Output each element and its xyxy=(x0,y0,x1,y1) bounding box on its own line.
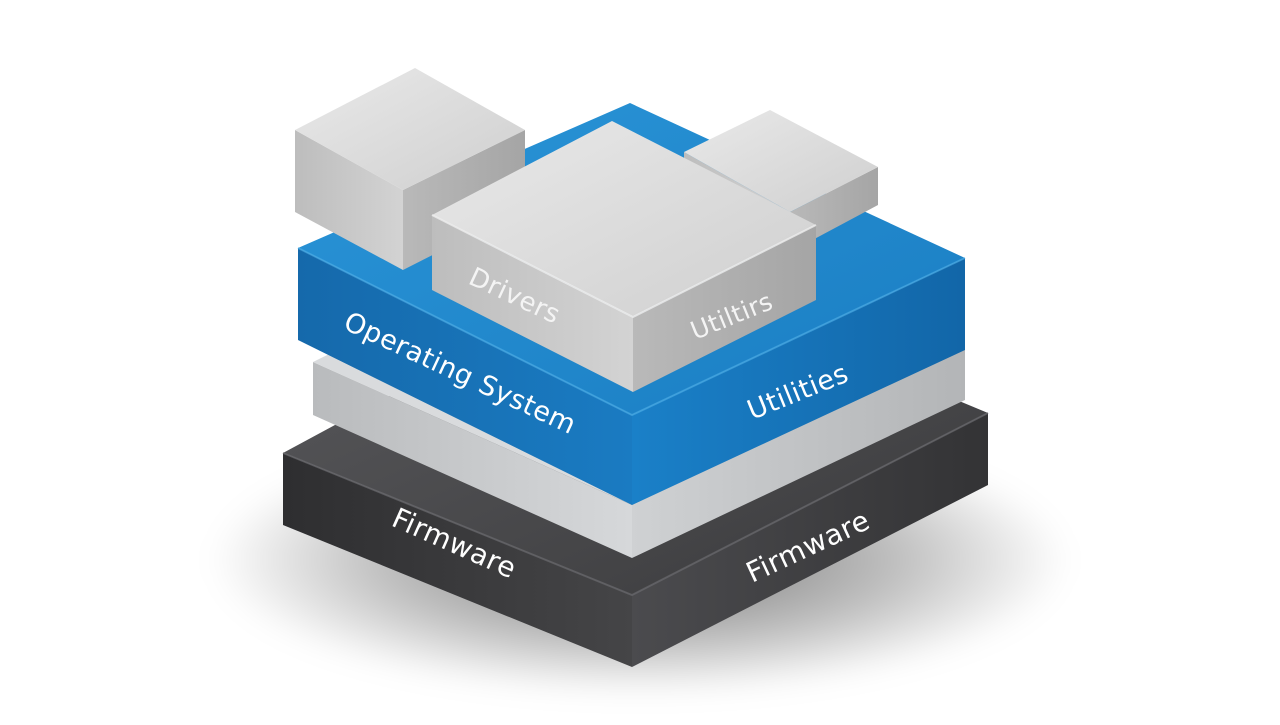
os-right-face xyxy=(632,258,965,505)
firmware-right-face xyxy=(632,413,988,667)
spacer-left-face xyxy=(313,362,632,558)
module-front-left-face xyxy=(432,215,633,392)
spacer-right-face xyxy=(632,345,965,558)
os-left-face xyxy=(298,248,632,505)
module-front-right-face xyxy=(633,225,816,392)
firmware-left-face xyxy=(283,453,632,667)
module-front-top-face xyxy=(432,121,816,317)
module-front xyxy=(431,121,817,392)
